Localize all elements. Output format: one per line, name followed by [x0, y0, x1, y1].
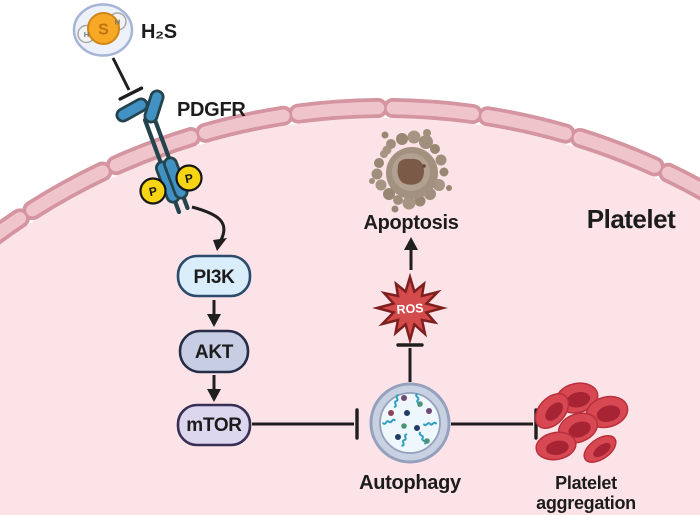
node-akt: AKT [178, 329, 250, 374]
edge-pdgfr-pi3k-arrow [191, 205, 227, 251]
arrow-line [191, 205, 226, 241]
receptor-arm-left [118, 100, 146, 120]
platelet-aggregation-line1: Platelet [555, 473, 617, 493]
membrane-dash-fill [0, 101, 700, 241]
cell-body [0, 118, 700, 515]
phosphate-circle [139, 177, 167, 205]
ros-star [372, 272, 448, 345]
edge-ros-apoptosis-arrow [404, 237, 418, 270]
apoptotic-nucleus [397, 158, 424, 185]
autophagosome-lumen [379, 392, 441, 454]
phosphate-right: P [175, 164, 203, 192]
receptor-tm-left [157, 163, 178, 201]
phosphate-label: P [148, 184, 159, 199]
node-mtor: mTOR [176, 403, 252, 447]
node-pi3k: PI3K [176, 254, 252, 298]
autophagy-label: Autophagy [359, 472, 462, 494]
platelet-aggregation-label: Platelet aggregation [536, 473, 636, 513]
edge-pi3k-akt-arrow [207, 300, 221, 327]
h2s-label: H₂S [141, 21, 177, 43]
apoptosis-label: Apoptosis [363, 212, 458, 234]
apoptotic-cell-icon [369, 129, 452, 213]
mtor-label: mTOR [186, 415, 242, 436]
arrowhead-icon [207, 314, 221, 327]
h-atom-right-label: H [115, 18, 120, 27]
pdgfr-label: PDGFR [177, 99, 246, 121]
phosphate-circle [175, 164, 203, 192]
edge-akt-mtor-arrow [207, 375, 221, 402]
rbc [535, 431, 577, 461]
cell-label: Platelet [587, 204, 676, 234]
arrowhead-icon [207, 389, 221, 402]
rbc [534, 393, 570, 429]
inhibition-bar [118, 86, 144, 101]
s-atom [87, 12, 120, 45]
edge-mtor-autophagy-inhibition [252, 408, 359, 440]
receptor-arm-right [146, 92, 162, 121]
pi3k-label: PI3K [193, 267, 235, 288]
platelet-aggregation-line2: aggregation [536, 493, 636, 513]
autophagosome-cargo [382, 393, 437, 447]
ros-label: ROS [396, 301, 424, 317]
pi3k-box [176, 254, 252, 298]
phosphate-label: P [184, 171, 195, 186]
arrowhead-icon [404, 237, 418, 250]
akt-label: AKT [195, 342, 234, 363]
apoptotic-granule [422, 164, 426, 168]
autophagosome-icon [369, 382, 451, 464]
ros-burst-icon: ROS [372, 272, 448, 345]
h-atom-left-label: H [84, 30, 89, 39]
h2s-molecule-icon: S H H [72, 3, 134, 57]
cell-membrane [0, 98, 700, 245]
inhibition-line [111, 57, 131, 91]
akt-box [178, 329, 250, 374]
edge-h2s-pdgfr-inhibition [111, 57, 144, 101]
rbc [583, 435, 617, 463]
s-atom-label: S [98, 22, 109, 39]
phosphate-left: P [139, 177, 167, 205]
mtor-box [176, 403, 252, 447]
edge-autophagy-ros-inhibition [396, 343, 424, 382]
arrowhead-icon [213, 238, 227, 251]
rbc-cluster-icon [534, 382, 629, 463]
